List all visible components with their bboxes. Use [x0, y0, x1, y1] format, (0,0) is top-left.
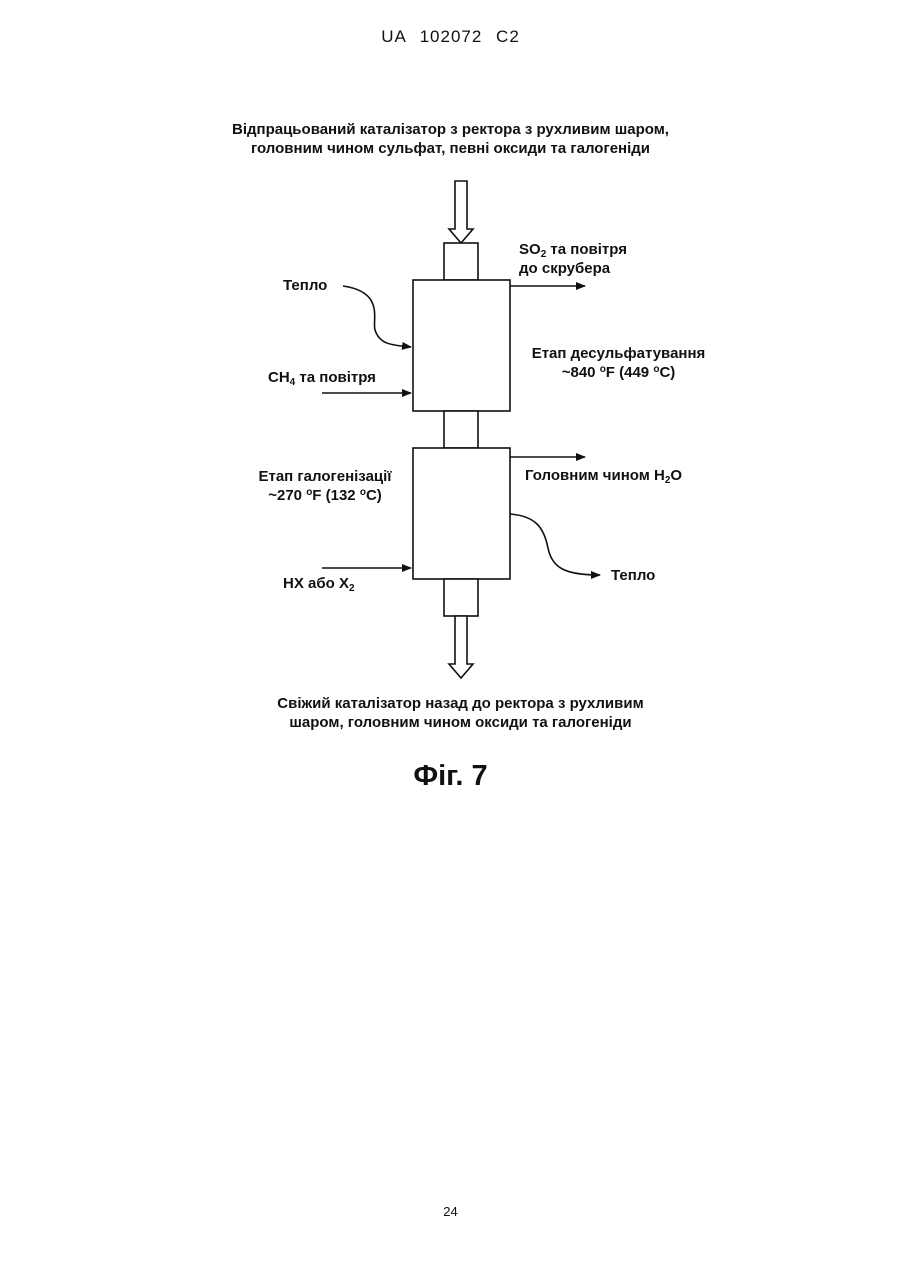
- bottom-caption-line1: Свіжий каталізатор назад до ректора з ру…: [0, 694, 901, 713]
- heat-inlet-label: Тепло: [283, 276, 327, 295]
- figure-label: Фіг. 7: [0, 760, 901, 793]
- top-connector: [444, 243, 478, 280]
- middle-connector: [444, 411, 478, 448]
- page-number: 24: [0, 1204, 901, 1219]
- bottom-caption: Свіжий каталізатор назад до ректора з ру…: [0, 694, 901, 732]
- desulfation-vessel: [413, 280, 510, 411]
- water-outlet-label: Головним чином H2O: [525, 466, 682, 485]
- bottom-caption-line2: шаром, головним чином оксиди та галогені…: [0, 713, 901, 732]
- heat-outlet-label: Тепло: [611, 566, 655, 585]
- halogenation-vessel: [413, 448, 510, 579]
- heat-inlet-arrow: [343, 286, 411, 347]
- heat-outlet-arrow: [510, 514, 600, 575]
- desulfation-stage-label: Етап десульфатування ~840 oF (449 oC): [516, 344, 721, 382]
- hx-x2-label: HX або X2: [283, 574, 355, 593]
- so2-label: SO2 та повітря до скрубера: [519, 240, 627, 278]
- catalyst-outlet-arrow: [449, 616, 473, 678]
- ch4-air-label: CH4 та повітря: [268, 368, 376, 387]
- catalyst-inlet-arrow: [449, 181, 473, 243]
- bottom-connector: [444, 579, 478, 616]
- halogenation-stage-label: Етап галогенізації ~270 oF (132 oC): [245, 467, 405, 505]
